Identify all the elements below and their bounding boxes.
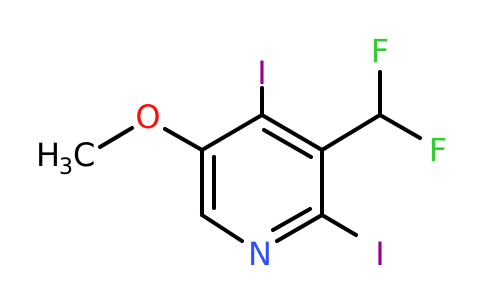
atom-f-top: F — [371, 32, 389, 70]
bond-c2-n-inner — [271, 207, 312, 232]
atom-labels: F F I I O N H 3 C — [36, 32, 447, 273]
bond-c2-n — [275, 213, 324, 243]
bonds — [98, 70, 422, 243]
methyl-c: C — [73, 136, 95, 174]
methyl-h: H — [36, 136, 60, 174]
atom-i-top: I — [257, 54, 266, 92]
bond-o-ch3 — [98, 126, 134, 149]
bond-n-c6 — [200, 213, 244, 243]
atom-i-bottom: I — [375, 235, 384, 273]
bond-c3-chf2 — [320, 113, 382, 152]
bond-c2-i — [320, 213, 358, 237]
methyl-subscript: 3 — [59, 155, 73, 180]
atom-o: O — [135, 98, 160, 136]
atom-methyl: H 3 C — [36, 136, 95, 180]
bond-c5-o — [163, 127, 204, 152]
bond-chf2-f-right — [378, 113, 422, 140]
bond-c4-c3 — [260, 113, 324, 152]
atom-f-right: F — [429, 131, 447, 169]
bond-c4-c3-inner — [262, 128, 313, 159]
atom-n: N — [248, 235, 272, 273]
bond-c5-c4 — [200, 113, 264, 152]
